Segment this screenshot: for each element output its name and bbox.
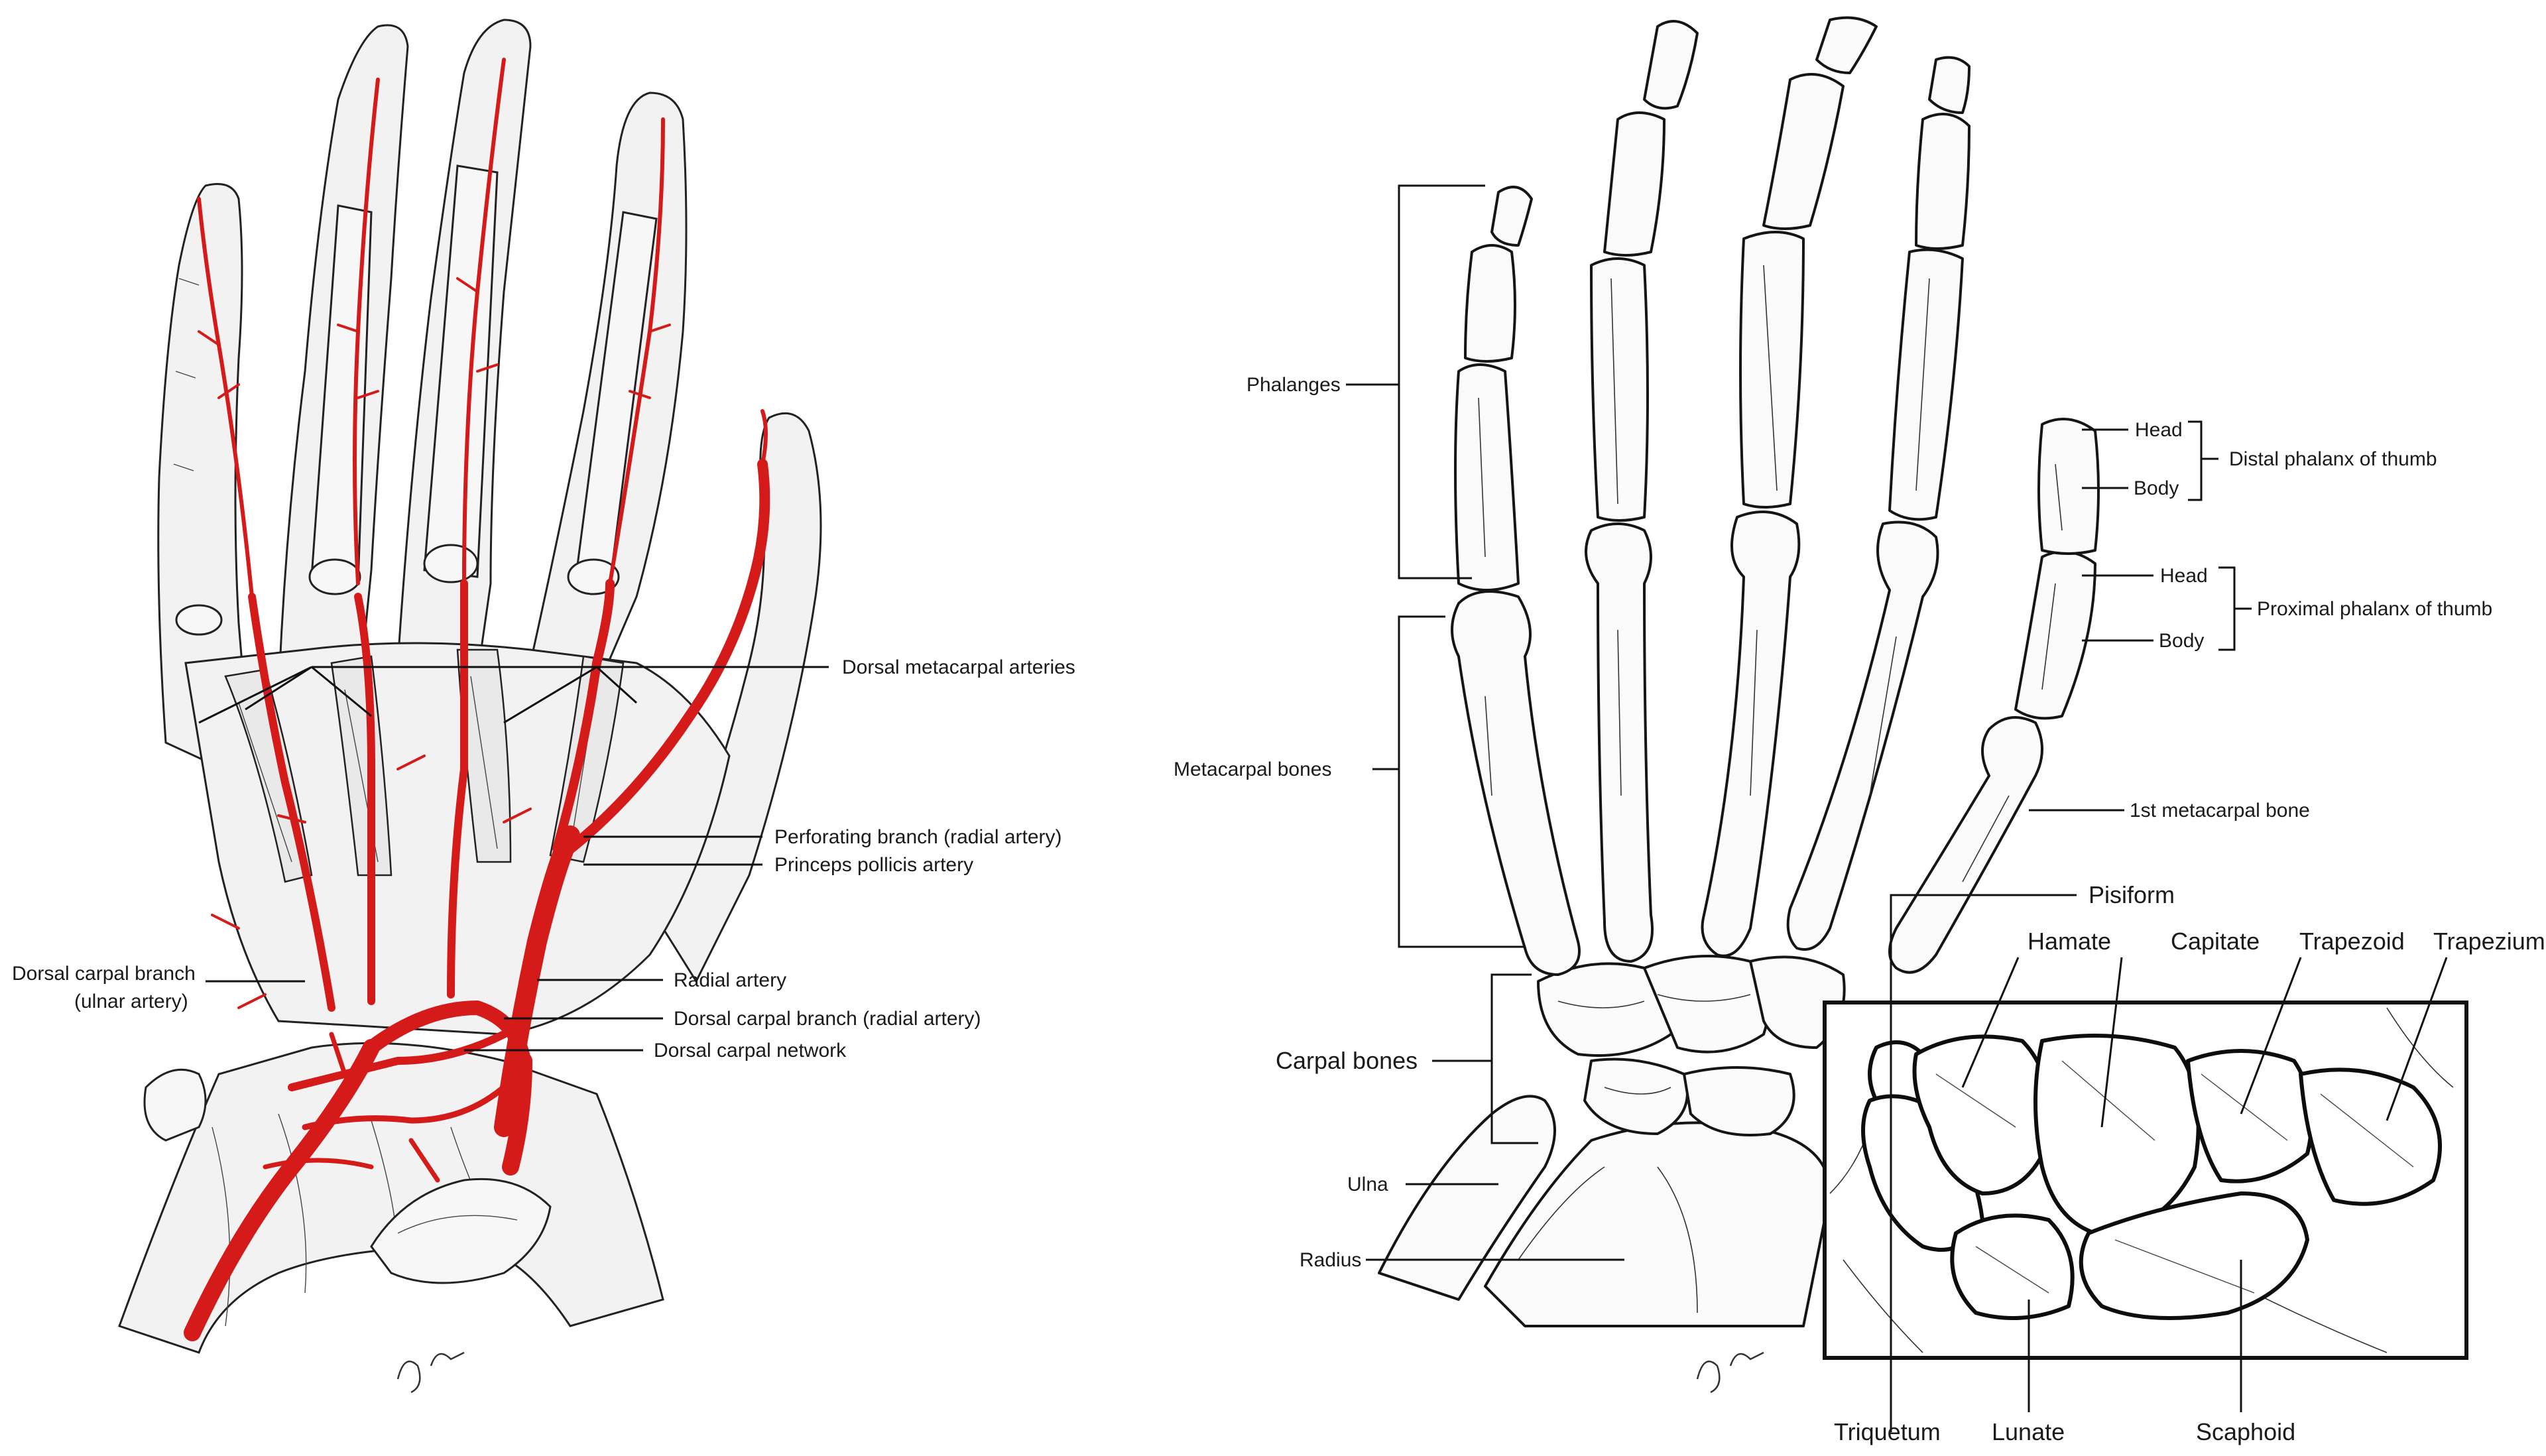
arteries-panel: Dorsal metacarpal arteries Perforating b… bbox=[12, 19, 1075, 1394]
label-pisiform: Pisiform bbox=[2089, 881, 2175, 908]
label-dorsal-carpal-branch-ulnar-1: Dorsal carpal branch bbox=[12, 963, 196, 985]
carpal-inset: Pisiform Hamate Capitate Trapezoid Trape… bbox=[1823, 881, 2545, 1445]
label-dorsal-carpal-network: Dorsal carpal network bbox=[654, 1040, 847, 1062]
label-carpal-bones: Carpal bones bbox=[1276, 1047, 1418, 1074]
artist-signature-right bbox=[1696, 1351, 1764, 1394]
label-head-proximal: Head bbox=[2160, 565, 2208, 587]
label-head-distal: Head bbox=[2135, 419, 2183, 441]
label-dorsal-metacarpal-arteries: Dorsal metacarpal arteries bbox=[842, 656, 1075, 678]
little-finger bbox=[157, 183, 253, 784]
label-trapezoid: Trapezoid bbox=[2299, 928, 2405, 955]
right-left-brackets: Phalanges Metacarpal bones Carpal bones … bbox=[1174, 184, 1624, 1271]
label-radial-artery: Radial artery bbox=[674, 969, 786, 991]
label-phalanges: Phalanges bbox=[1246, 374, 1341, 396]
label-proximal-phalanx-thumb: Proximal phalanx of thumb bbox=[2257, 598, 2492, 620]
phalanges bbox=[1454, 16, 2100, 720]
ring-finger bbox=[277, 24, 409, 704]
label-ulna: Ulna bbox=[1347, 1174, 1388, 1195]
index-finger bbox=[529, 91, 688, 691]
bones-panel: Phalanges Metacarpal bones Carpal bones … bbox=[1174, 16, 2545, 1445]
label-trapezium: Trapezium bbox=[2433, 928, 2545, 955]
label-hamate: Hamate bbox=[2028, 928, 2111, 955]
label-radius: Radius bbox=[1300, 1249, 1361, 1271]
label-dorsal-carpal-branch-ulnar-2: (ulnar artery) bbox=[74, 991, 188, 1012]
left-labels: Dorsal metacarpal arteries Perforating b… bbox=[12, 656, 1075, 1062]
wrist-tendons bbox=[143, 1068, 552, 1284]
label-body-proximal: Body bbox=[2159, 630, 2204, 652]
inset-lunate bbox=[1950, 1213, 2075, 1320]
label-capitate: Capitate bbox=[2171, 928, 2260, 955]
forearm-bones bbox=[1378, 1095, 1831, 1394]
thumb-labels: Head Body Distal phalanx of thumb Head B… bbox=[2029, 419, 2492, 821]
inset-scaphoid bbox=[2079, 1191, 2309, 1320]
inset-trapezoid bbox=[2186, 1049, 2314, 1183]
label-body-distal: Body bbox=[2134, 477, 2179, 499]
inset-hamate bbox=[1912, 1034, 2052, 1195]
carpal-bones-main bbox=[1537, 955, 1846, 1136]
label-princeps-pollicis: Princeps pollicis artery bbox=[774, 854, 973, 876]
label-scaphoid: Scaphoid bbox=[2196, 1418, 2295, 1445]
label-metacarpal-bones: Metacarpal bones bbox=[1174, 758, 1331, 780]
label-1st-metacarpal: 1st metacarpal bone bbox=[2130, 800, 2310, 821]
label-lunate: Lunate bbox=[1992, 1418, 2065, 1445]
label-distal-phalanx-thumb: Distal phalanx of thumb bbox=[2229, 448, 2437, 470]
artery-tree bbox=[184, 58, 770, 1341]
label-perforating-branch: Perforating branch (radial artery) bbox=[774, 826, 1062, 848]
label-dorsal-carpal-branch-radial: Dorsal carpal branch (radial artery) bbox=[674, 1008, 981, 1030]
artist-signature bbox=[396, 1351, 465, 1394]
thumb bbox=[662, 412, 822, 984]
metacarpals bbox=[1451, 511, 2043, 976]
label-triquetum: Triquetum bbox=[1834, 1418, 1941, 1445]
inset-trapezium bbox=[2299, 1067, 2442, 1206]
